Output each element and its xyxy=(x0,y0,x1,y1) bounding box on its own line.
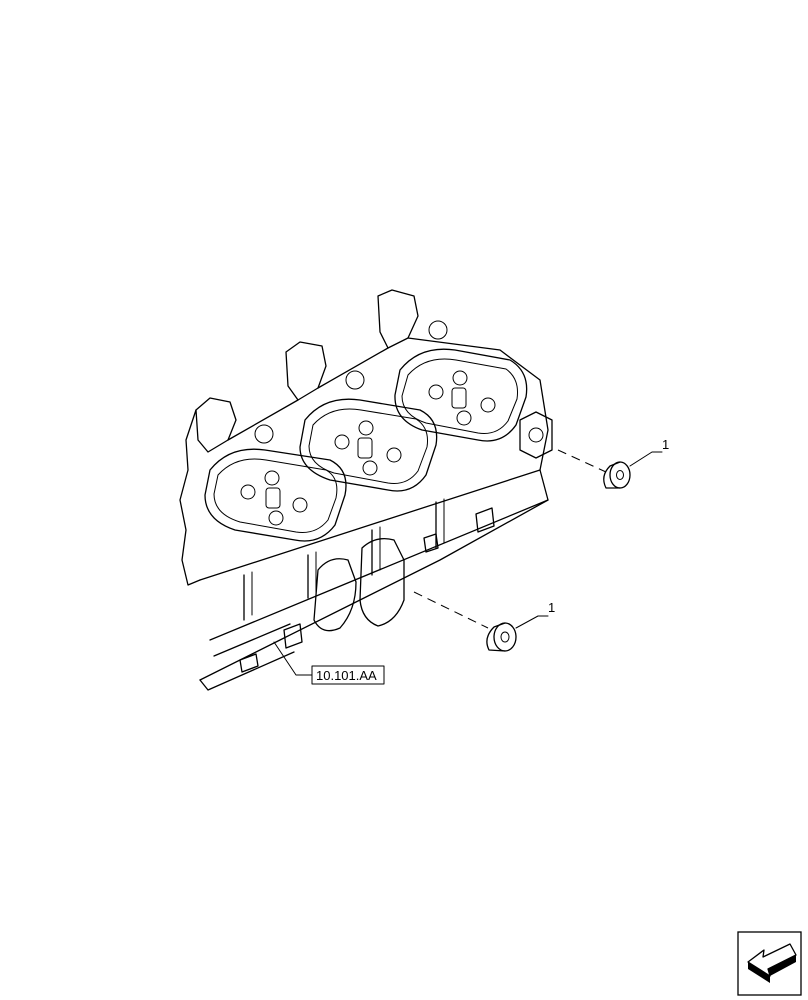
leader-dash-lower xyxy=(413,591,489,629)
callout-label: 1 xyxy=(662,437,669,452)
callout-label: 1 xyxy=(548,600,555,615)
leader-dash-upper xyxy=(557,449,607,473)
cylinder-head-assembly xyxy=(179,289,553,691)
callout-leader-upper xyxy=(629,451,663,467)
next-page-arrow-icon[interactable] xyxy=(737,931,802,996)
reference-box[interactable]: 10.101.AA xyxy=(273,641,385,685)
callout-leader-lower xyxy=(515,615,549,629)
reference-label: 10.101.AA xyxy=(316,668,377,683)
part-1-lower-plug: 1 xyxy=(413,591,555,652)
part-1-upper-plug: 1 xyxy=(557,437,669,489)
